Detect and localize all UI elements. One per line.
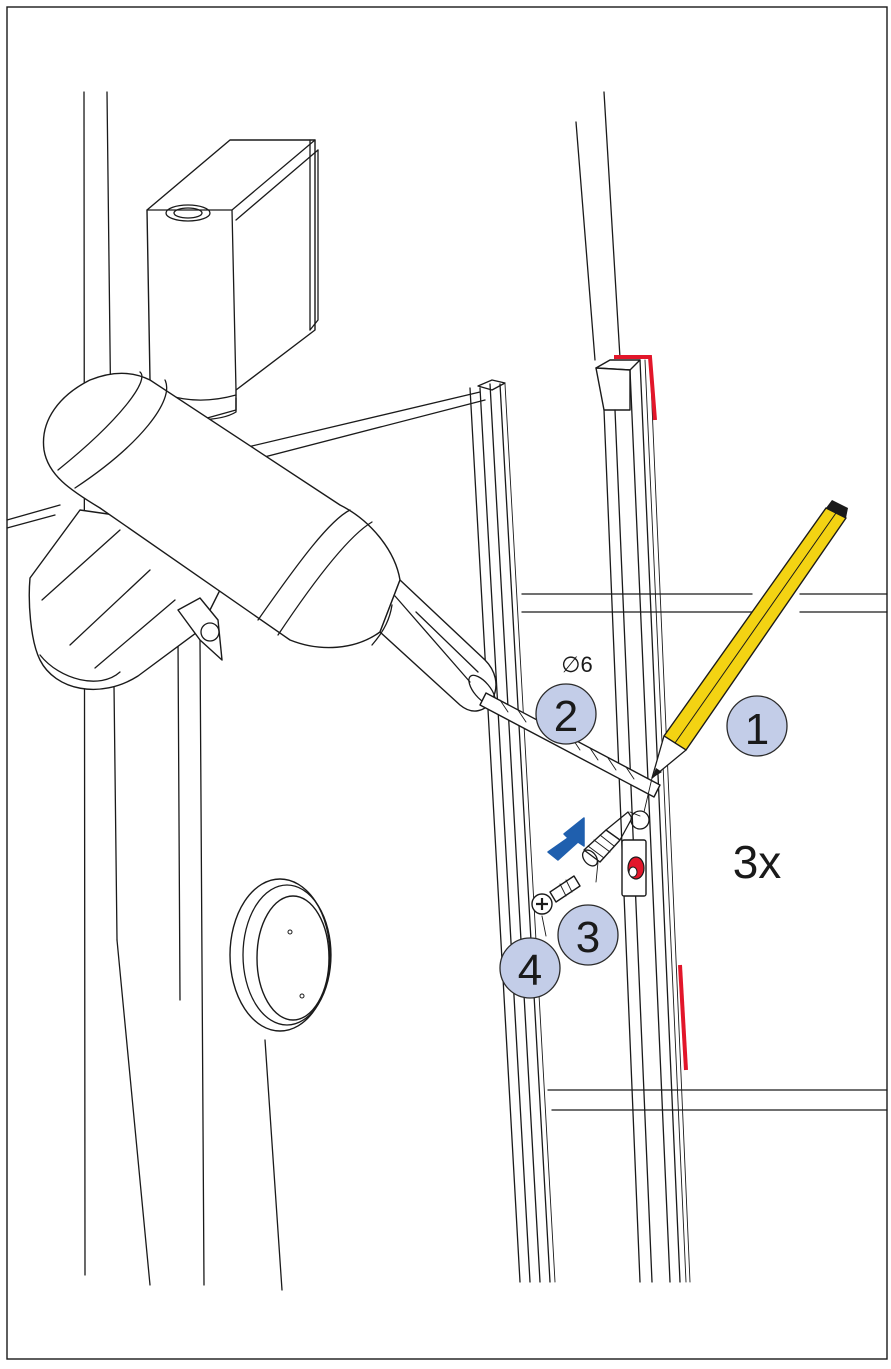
wall-plug-icon: [581, 811, 641, 883]
step-4-number: 4: [518, 946, 542, 995]
glass-panel-edges: [6, 391, 486, 529]
pencil-icon: [651, 500, 848, 779]
page-frame: [6, 6, 888, 1360]
drill-icon: [28, 371, 661, 798]
step-3-number: 3: [576, 913, 600, 962]
red-marker-bottom: [678, 964, 688, 1071]
step-1-badge: 1: [726, 695, 788, 757]
hinge-block: [146, 139, 319, 421]
red-marker-top: [614, 355, 657, 421]
red-markers: [614, 355, 688, 1071]
step-1-number: 1: [745, 705, 769, 754]
center-rail: [469, 379, 556, 1283]
drill-diameter-label: ∅6: [561, 652, 592, 677]
step-2-badge: ∅6 2: [535, 652, 597, 745]
direction-arrow-icon: [547, 817, 585, 861]
step-3-badge: 3: [557, 904, 619, 966]
step-4-badge: 4: [499, 937, 561, 999]
repeat-count-label: 3x: [733, 836, 782, 888]
wall-profile: [521, 91, 888, 1283]
step-2-number: 2: [554, 692, 578, 741]
door-knob-icon: [229, 878, 332, 1032]
screw-icon: [531, 875, 581, 937]
